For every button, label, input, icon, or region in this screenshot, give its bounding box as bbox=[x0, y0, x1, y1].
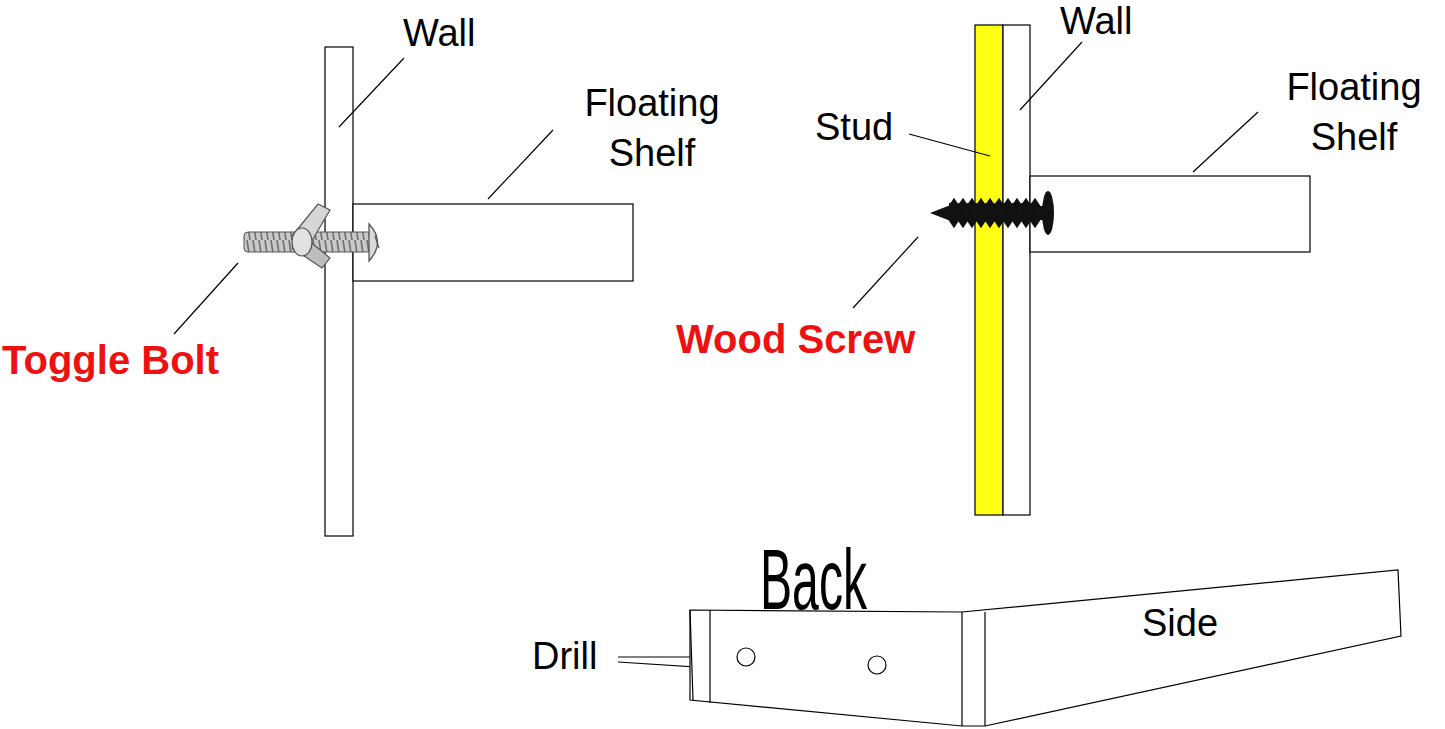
toggle-bolt bbox=[244, 204, 379, 268]
drill-hole bbox=[737, 648, 755, 666]
fastener-label: Toggle Bolt bbox=[2, 337, 219, 383]
stud bbox=[975, 25, 1003, 515]
floating-shelf bbox=[1030, 176, 1310, 252]
wall bbox=[1003, 25, 1030, 515]
side-label: Side bbox=[1142, 602, 1218, 646]
fastener-label: Wood Screw bbox=[676, 316, 915, 362]
leader-lines bbox=[174, 42, 1258, 678]
face-label: Back bbox=[760, 530, 867, 629]
drill-hole bbox=[868, 656, 886, 674]
wall-label: Wall bbox=[1060, 0, 1132, 44]
stud-label: Stud bbox=[815, 106, 893, 150]
drill-label: Drill bbox=[532, 635, 597, 679]
wall bbox=[325, 47, 353, 536]
wood-screw bbox=[930, 191, 1054, 235]
shelf-label: Floating Shelf bbox=[562, 78, 742, 178]
wall-label: Wall bbox=[403, 12, 475, 56]
floating-shelf bbox=[353, 204, 633, 281]
shelf-label: Floating Shelf bbox=[1268, 62, 1440, 162]
